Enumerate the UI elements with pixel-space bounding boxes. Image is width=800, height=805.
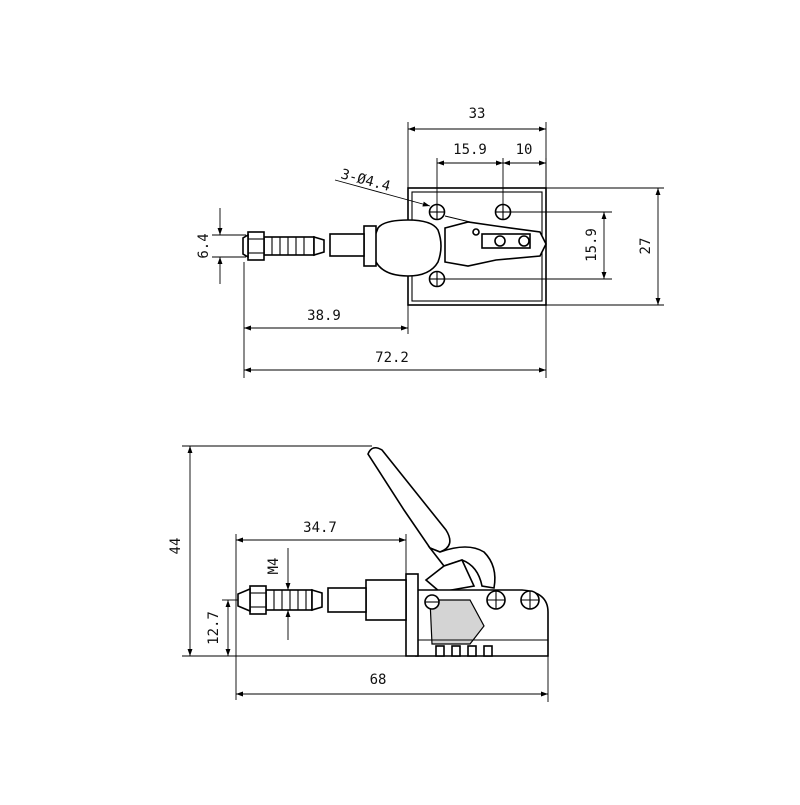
dim-label-m4: M4 bbox=[266, 558, 282, 575]
top-hex-nut bbox=[247, 231, 265, 261]
side-spindle-tip bbox=[237, 587, 251, 613]
side-hex-nut bbox=[249, 585, 267, 615]
side-plunger-rod bbox=[327, 587, 367, 613]
dimension-38-9: 38.9 bbox=[243, 262, 409, 378]
dimension-6-4: 6.4 bbox=[196, 208, 246, 284]
dim-label-68: 68 bbox=[370, 672, 387, 688]
side-flange bbox=[405, 573, 419, 657]
top-threaded-spindle bbox=[263, 235, 325, 257]
dim-label-38-9: 38.9 bbox=[307, 308, 341, 324]
mounting-hole bbox=[428, 270, 446, 288]
dimension-15-9-vertical: 15.9 bbox=[444, 211, 612, 280]
dim-label-33: 33 bbox=[469, 106, 486, 122]
dim-label-72-2: 72.2 bbox=[375, 350, 409, 366]
dim-label-6-4: 6.4 bbox=[196, 233, 212, 258]
side-base-teeth bbox=[435, 645, 493, 657]
dim-label-hole-callout: 3-Ø4.4 bbox=[339, 166, 392, 195]
side-collar bbox=[365, 579, 407, 621]
dim-label-12-7: 12.7 bbox=[206, 611, 222, 645]
side-threaded-spindle bbox=[265, 588, 323, 612]
top-spindle-tip bbox=[242, 233, 249, 259]
top-linkage bbox=[444, 221, 547, 267]
dim-label-10: 10 bbox=[516, 142, 533, 158]
dim-label-27: 27 bbox=[638, 238, 654, 255]
dimension-44: 44 bbox=[168, 445, 416, 657]
dimension-34-7: 34.7 bbox=[235, 520, 407, 700]
side-lever-handle bbox=[367, 446, 496, 593]
mounting-hole bbox=[494, 203, 512, 221]
mounting-hole bbox=[428, 203, 446, 221]
dimension-m4: M4 bbox=[266, 548, 291, 640]
dimension-27: 27 bbox=[546, 187, 664, 306]
top-collar bbox=[363, 225, 377, 267]
dimension-68: 68 bbox=[236, 656, 549, 702]
side-body bbox=[415, 589, 549, 657]
dimension-12-7: 12.7 bbox=[206, 599, 238, 656]
side-view: 44 34.7 M4 12.7 68 bbox=[168, 445, 549, 702]
dim-label-44: 44 bbox=[168, 538, 184, 555]
dimension-hole-spacing: 15.9 10 bbox=[436, 142, 547, 204]
dimension-72-2: 72.2 bbox=[244, 305, 547, 378]
top-plunger-rod bbox=[329, 233, 365, 257]
side-pivots bbox=[424, 590, 540, 610]
top-view: 33 15.9 10 3-Ø4.4 15.9 bbox=[196, 106, 664, 378]
dimension-33: 33 bbox=[407, 106, 547, 188]
top-handle-grip bbox=[372, 219, 442, 277]
dim-label-15-9-horizontal: 15.9 bbox=[453, 142, 487, 158]
dim-label-34-7: 34.7 bbox=[303, 520, 337, 536]
dim-label-15-9-vertical: 15.9 bbox=[584, 228, 600, 262]
